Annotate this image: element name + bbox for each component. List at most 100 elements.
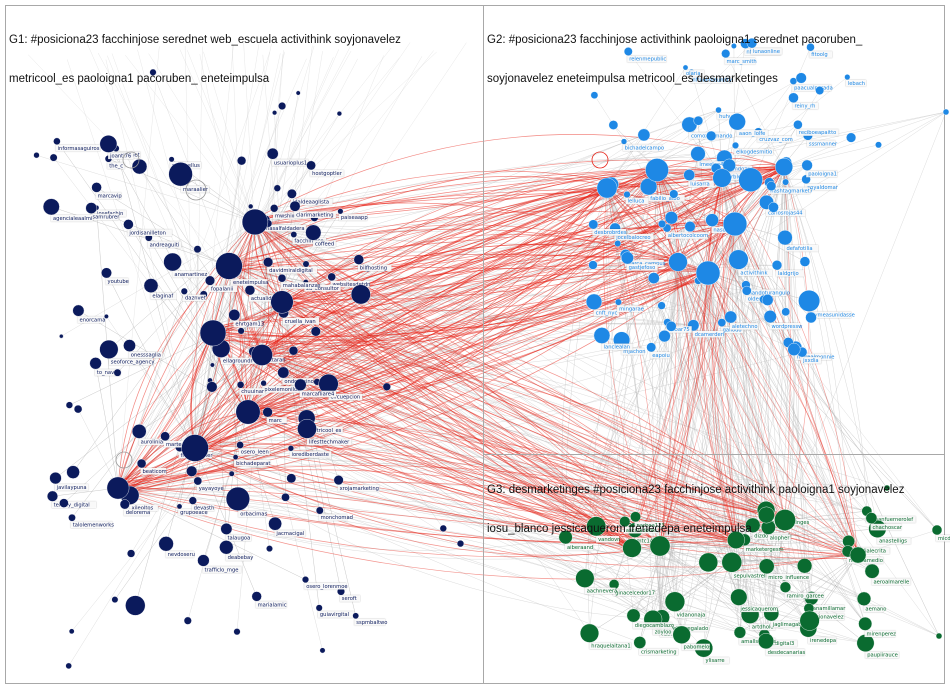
node-label: bilfhosting [360, 266, 387, 272]
graph-node [758, 506, 775, 524]
graph-node [664, 211, 679, 225]
node-label-background [289, 451, 332, 458]
edge [180, 173, 256, 223]
node-dot [236, 381, 245, 389]
node-label: nevdoseru [168, 552, 195, 558]
node-label-background [749, 623, 776, 631]
edge [707, 272, 786, 588]
node-dot [236, 441, 244, 449]
node-dot [260, 380, 267, 387]
edge [734, 223, 859, 556]
node-dot [796, 558, 813, 574]
graph-node: ehrtgam13 [228, 309, 264, 328]
edge [783, 166, 849, 552]
node-label: marc__ [269, 418, 288, 424]
graph-node [199, 319, 227, 347]
node-label: youtube [108, 279, 129, 285]
edge [214, 334, 787, 519]
node-dot [439, 524, 447, 533]
edge [284, 302, 732, 540]
node-dot [111, 596, 119, 603]
node-dot [669, 189, 679, 199]
node-dot [352, 612, 360, 620]
node-dot [585, 293, 603, 310]
graph-node [273, 184, 281, 192]
node-dot [648, 272, 660, 284]
node-label: deabebay [228, 555, 254, 561]
node-label-background [784, 592, 824, 600]
node-dot [658, 330, 671, 343]
edge [123, 219, 734, 490]
node-dot [33, 152, 40, 159]
edge [285, 179, 722, 302]
node-label: mandoturangulo [747, 290, 790, 296]
graph-node: yayayoye [193, 476, 224, 492]
node-label: dcamerderi [695, 332, 725, 338]
node-label-background [292, 237, 327, 245]
node-dot [684, 221, 696, 233]
node-label: websitesdetdn [333, 282, 371, 288]
edge [263, 363, 809, 609]
graph-node: talaugoa [220, 523, 252, 542]
node-label: metricool_es [308, 428, 341, 434]
node-label: aletechno [732, 324, 758, 330]
node-label-background [847, 557, 884, 564]
node-dot [456, 539, 465, 548]
edge [783, 166, 800, 588]
edge [659, 223, 736, 547]
node-label: dymeasunidasse [811, 313, 855, 319]
graph-node: desbrobrdes [588, 219, 627, 236]
node-dot [262, 407, 273, 418]
node-dot [645, 158, 669, 182]
edge [256, 168, 662, 220]
edge [111, 488, 863, 580]
node-label: clarimarketing [296, 212, 333, 218]
node-label-background [70, 521, 113, 528]
node-label: osero_leen [241, 450, 269, 456]
graph-node [181, 434, 209, 462]
edge [257, 225, 741, 543]
node-dot [91, 182, 102, 193]
node-label: bichadeparat [236, 461, 270, 467]
edge [212, 44, 260, 334]
graph-node: usuarioplus1 [266, 147, 309, 166]
node-dot [281, 492, 290, 502]
edge [254, 51, 437, 223]
node-dot [695, 260, 721, 286]
node-label-background [624, 260, 664, 267]
graph-node: coffeed [305, 224, 336, 247]
node-dot [698, 552, 718, 573]
edge [631, 223, 736, 549]
edge [286, 304, 787, 526]
edge [262, 54, 283, 303]
node-label: cnft_nyc [596, 311, 618, 317]
node-label-background [739, 638, 776, 645]
node-label: ramiro_garcee [787, 594, 824, 600]
graph-node [350, 284, 371, 305]
node-label: alopher [770, 536, 791, 542]
edge [222, 272, 786, 588]
group-title-g2-line2: soyjonavelez eneteimpulsa metricool_es d… [487, 73, 778, 85]
edge [255, 351, 629, 546]
node-label-background [622, 144, 662, 151]
node-label-background [731, 572, 774, 579]
node-label-background [54, 484, 89, 491]
graph-node: laldgrijo [771, 260, 805, 277]
node-label: jocelbalocreo [615, 235, 650, 241]
graph-node [149, 68, 157, 76]
graph-node [233, 628, 241, 636]
graph-node [799, 610, 820, 631]
node-dot [310, 326, 321, 337]
node-label-background [225, 554, 252, 561]
node-dot [799, 256, 811, 267]
node-label: fitoolg [811, 52, 827, 58]
node-label: marte_ffpo [166, 442, 194, 448]
node-dot [160, 431, 170, 442]
edge [284, 306, 734, 538]
edge [117, 332, 214, 489]
graph-node [215, 252, 243, 280]
node-label: jordisanilleton [128, 230, 166, 236]
node-label: paoloigna1 [808, 172, 837, 178]
node-label: samrubrer [92, 215, 120, 221]
graph-node [614, 240, 622, 247]
